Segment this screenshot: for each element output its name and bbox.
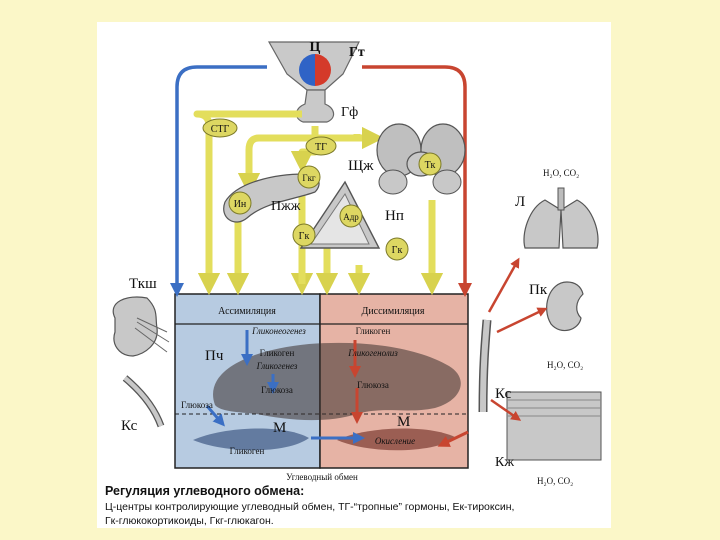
glucose-blood-label: Глюкоза	[181, 400, 213, 410]
thyroid-gland	[376, 123, 466, 195]
oxidation-label: Окисление	[375, 436, 415, 446]
skin	[506, 391, 602, 461]
m-right-label: М	[397, 414, 410, 430]
hypothalamus-label: Гт	[349, 45, 365, 60]
skin-label: Кж	[495, 455, 514, 470]
kidney-label: Пк	[529, 282, 548, 298]
gk-right-label: Гк	[392, 245, 403, 256]
glycogen-left-label: Гликоген	[260, 348, 295, 358]
caption-line-2: Гк-глюкокортикоиды, Гкг-глюкагон.	[105, 515, 274, 527]
tksh-label: Ткш	[129, 276, 157, 292]
gkg-node	[297, 165, 321, 189]
center-red	[315, 54, 331, 86]
stg-label: СТГ	[211, 124, 230, 135]
lung-output-label: H₂O, CO₂	[543, 168, 579, 178]
in-node	[228, 191, 252, 215]
glycogenolysis-label: Гликогенолиз	[347, 348, 398, 358]
lungs	[523, 187, 599, 249]
stg-node	[202, 118, 238, 138]
adr-label: Адр	[343, 212, 359, 222]
pancreas-label: Пжж	[271, 199, 301, 214]
glucose-right-label: Глюкоза	[357, 380, 389, 390]
adr-node	[339, 204, 363, 228]
in-label: Ин	[234, 199, 247, 210]
pituitary-label: Гф	[341, 105, 358, 120]
tg-node	[305, 136, 337, 156]
tk-node	[418, 152, 442, 176]
muscle-left	[193, 428, 309, 451]
center-blue	[299, 54, 315, 86]
ks-right-label: Кс	[495, 386, 512, 402]
caption-line-1: Ц-центры контролирующие углеводный обмен…	[105, 501, 515, 513]
liver	[213, 342, 461, 421]
m-left-label: М	[273, 420, 286, 436]
kidney-output-label: H₂O, CO₂	[547, 360, 583, 370]
arrow-to-skin	[490, 398, 522, 421]
skin-output-label: H₂O, CO₂	[537, 476, 573, 486]
arrow-to-lungs	[487, 257, 520, 313]
gk-left-label: Гк	[299, 231, 310, 242]
pituitary	[295, 89, 335, 123]
glucose-left-label: Глюкоза	[261, 385, 293, 395]
lung-label: Л	[515, 194, 525, 210]
tg-label: ТГ	[315, 142, 327, 153]
muscle-right	[337, 428, 457, 451]
glyconeogenesis-label: Гликонеогенез	[251, 326, 306, 336]
red-arrow	[362, 65, 472, 297]
slide: Ц Гт Гф СТГ ТГ Щж Тк Гкг Ин Пжж Адр Нп Г…	[97, 22, 611, 528]
bottom-label: Углеводный обмен	[286, 472, 358, 482]
glycogen-muscle-label: Гликоген	[230, 446, 265, 456]
assimilation-label: Ассимиляция	[218, 306, 276, 317]
pch-label: Пч	[205, 348, 224, 364]
blue-arrow	[170, 65, 267, 297]
caption-title: Регуляция углеводного обмена:	[105, 484, 305, 498]
gk-right-node	[385, 237, 409, 261]
kidney	[546, 281, 584, 332]
dissimilation-label: Диссимиляция	[362, 306, 425, 317]
gkg-label: Гкг	[302, 173, 316, 183]
gk-left-node	[292, 223, 316, 247]
arrow-to-kidney	[496, 307, 548, 334]
adrenal-label: Нп	[385, 208, 404, 224]
tk-label: Тк	[425, 160, 436, 171]
regulation-diagram: Ц Гт Гф СТГ ТГ Щж Тк Гкг Ин Пжж Адр Нп Г…	[112, 40, 602, 486]
glycogenesis-label: Гликогенез	[256, 361, 298, 371]
intestine	[112, 296, 158, 357]
thyroid-label: Щж	[348, 158, 374, 174]
ks-left-label: Кс	[121, 418, 138, 434]
center-label: Ц	[310, 40, 321, 55]
caption: Регуляция углеводного обмена: Ц-центры к…	[105, 484, 605, 528]
glycogen-right-label: Гликоген	[356, 326, 391, 336]
